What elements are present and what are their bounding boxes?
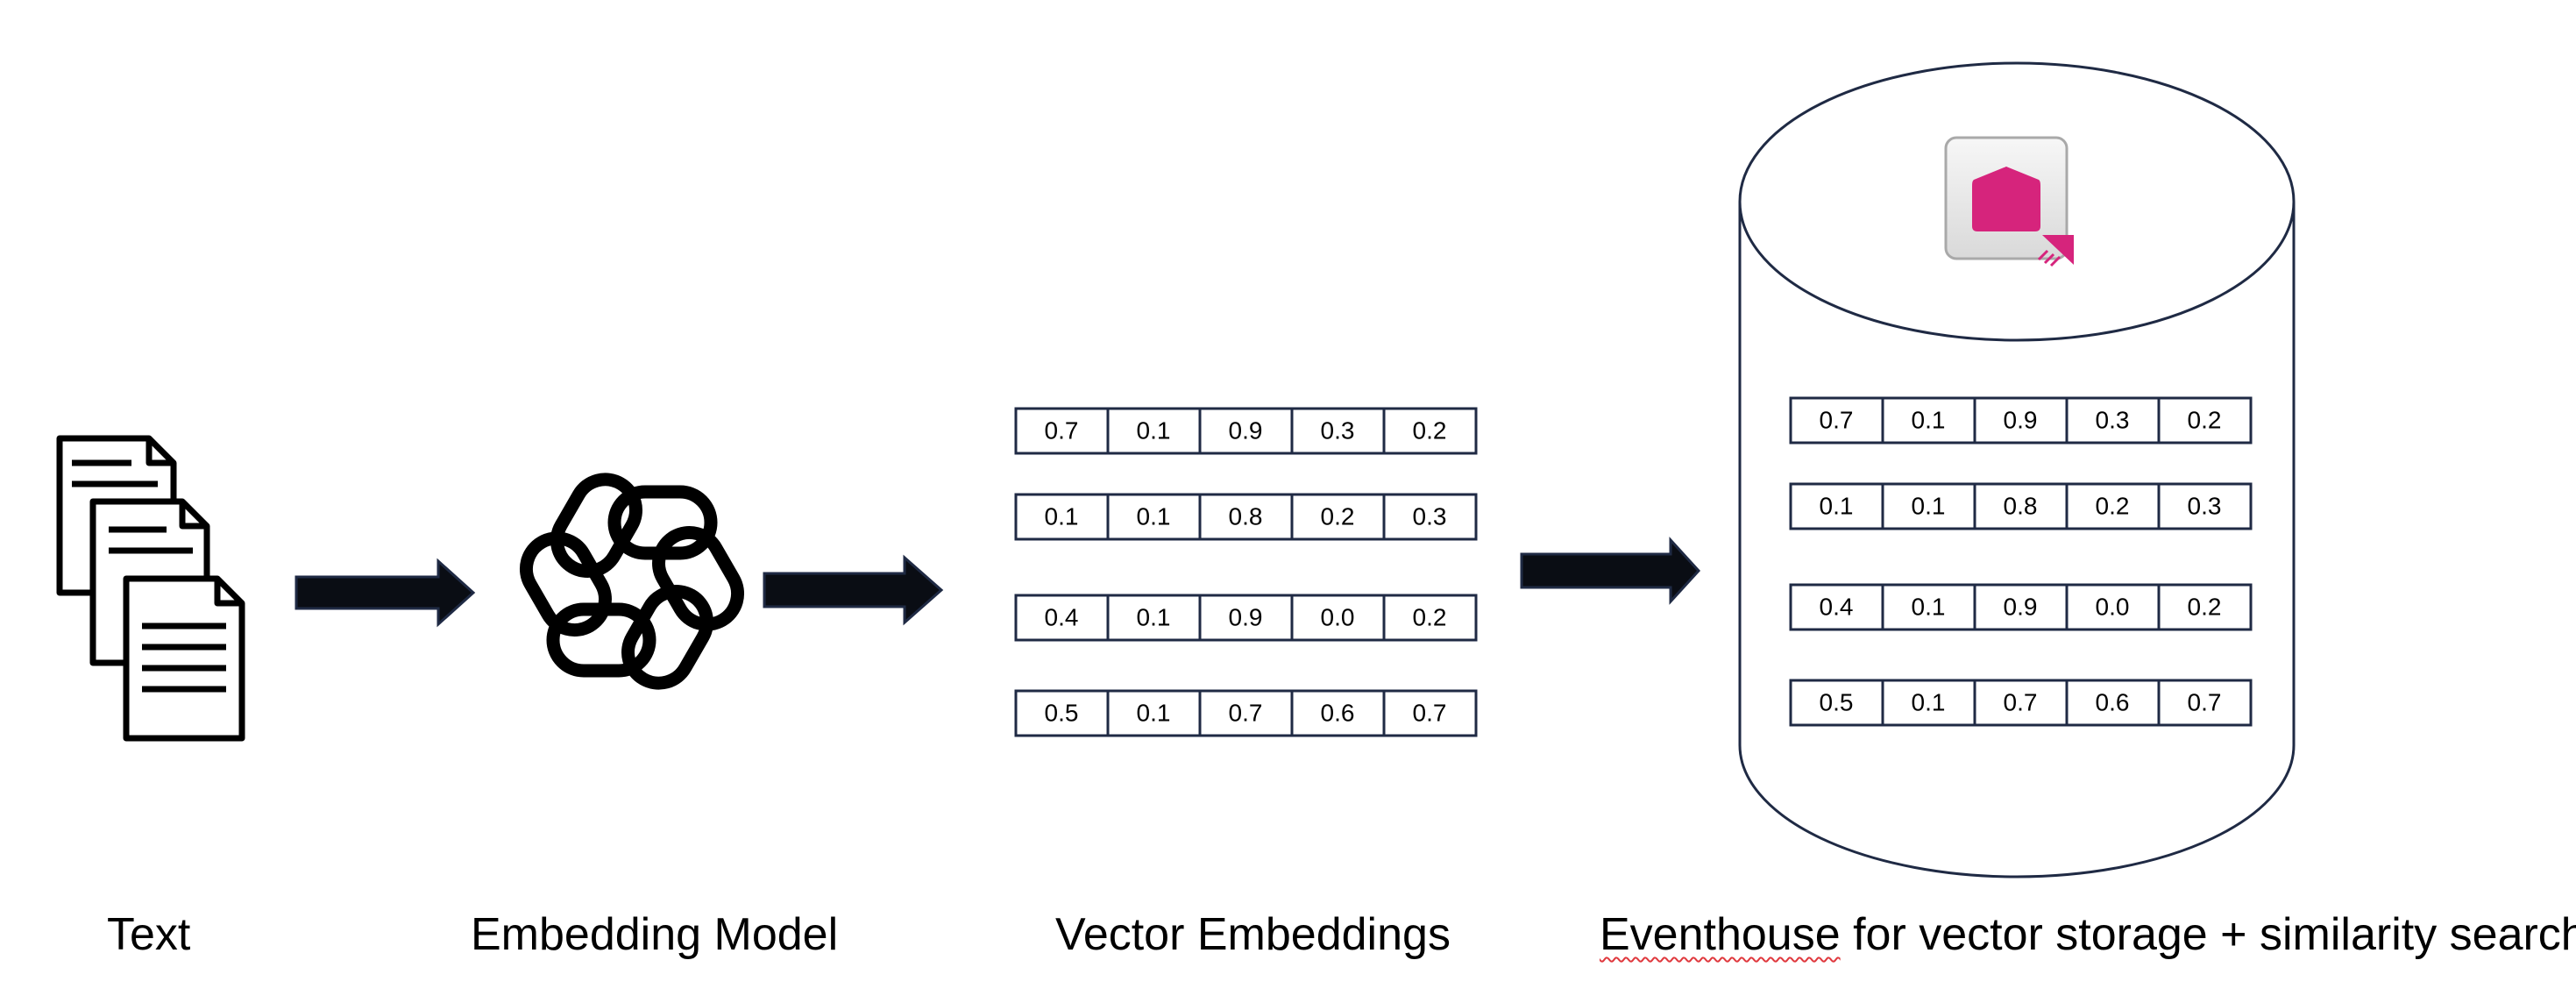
caption-vector-embeddings: Vector Embeddings <box>1055 909 1451 960</box>
vector-value: 0.1 <box>1912 492 1946 519</box>
vector-cell <box>1382 407 1478 455</box>
vector-cell <box>1106 689 1202 737</box>
vector-table-stored: 0.7 0.1 0.9 0.3 0.2 0.1 0.1 0.8 0.2 0.3 … <box>1789 396 2253 727</box>
caption-eventhouse-rest: for vector storage + similarity search <box>1840 909 2576 960</box>
vector-cell <box>1881 482 1976 530</box>
vector-cell <box>1973 583 2069 631</box>
vector-value: 0.8 <box>2004 492 2038 519</box>
vector-value: 0.1 <box>1137 416 1171 444</box>
vector-value: 0.2 <box>2096 492 2130 519</box>
vector-value: 0.2 <box>1321 502 1355 530</box>
vector-value: 0.3 <box>1413 502 1447 530</box>
vector-cell <box>1881 679 1976 727</box>
vector-value: 0.9 <box>1229 416 1263 444</box>
vector-value: 0.6 <box>2096 688 2130 715</box>
vector-value: 0.5 <box>1045 699 1079 726</box>
vector-value: 0.7 <box>2004 688 2038 715</box>
vector-cell <box>1106 493 1202 541</box>
vector-cell <box>1014 407 1110 455</box>
arrow-vectors-to-store <box>1520 537 1701 605</box>
vector-cell <box>1973 679 2069 727</box>
vector-cell <box>1789 679 1884 727</box>
vector-value: 0.9 <box>1229 603 1263 630</box>
vector-cell <box>1290 594 1386 642</box>
vector-cell <box>1198 689 1294 737</box>
vector-value: 0.1 <box>1820 492 1854 519</box>
openai-logo-icon <box>519 473 745 690</box>
vector-value: 0.4 <box>1045 603 1079 630</box>
vector-cell <box>2157 679 2253 727</box>
vector-value: 0.9 <box>2004 406 2038 433</box>
eventhouse-icon <box>1944 136 2074 267</box>
vector-value: 0.0 <box>1321 603 1355 630</box>
vector-cell <box>2157 583 2253 631</box>
vector-value: 0.8 <box>1229 502 1263 530</box>
vector-value: 0.3 <box>2096 406 2130 433</box>
vector-cell <box>2157 482 2253 530</box>
caption-eventhouse-word: Eventhouse <box>1600 909 1841 960</box>
caption-eventhouse: Eventhouse for vector storage + similari… <box>1600 912 2576 957</box>
vector-value: 0.7 <box>1045 416 1079 444</box>
arrow-text-to-model <box>295 558 476 628</box>
vector-cell <box>1290 493 1386 541</box>
vector-row: 0.7 0.1 0.9 0.3 0.2 <box>1014 407 1478 455</box>
vector-row: 0.5 0.1 0.7 0.6 0.7 <box>1014 689 1478 737</box>
vector-value: 0.3 <box>1321 416 1355 444</box>
vector-row: 0.1 0.1 0.8 0.2 0.3 <box>1014 493 1478 541</box>
vector-row: 0.5 0.1 0.7 0.6 0.7 <box>1789 679 2253 727</box>
caption-text: Text <box>107 909 191 960</box>
vector-cell <box>1014 594 1110 642</box>
vector-cell <box>1198 407 1294 455</box>
vector-cell <box>1973 482 2069 530</box>
vector-value: 0.1 <box>1912 593 1946 620</box>
vector-cell <box>1789 482 1884 530</box>
vector-row: 0.1 0.1 0.8 0.2 0.3 <box>1789 482 2253 530</box>
vector-value: 0.7 <box>2188 688 2222 715</box>
vector-value: 0.1 <box>1045 502 1079 530</box>
vector-row: 0.4 0.1 0.9 0.0 0.2 <box>1014 594 1478 642</box>
vector-value: 0.2 <box>2188 406 2222 433</box>
caption-embedding-model: Embedding Model <box>471 909 839 960</box>
vector-cell <box>1881 396 1976 445</box>
arrow-model-to-vectors <box>763 554 944 626</box>
vector-row: 0.4 0.1 0.9 0.0 0.2 <box>1789 583 2253 631</box>
vector-value: 0.5 <box>1820 688 1854 715</box>
vector-cell <box>1106 594 1202 642</box>
vector-row: 0.7 0.1 0.9 0.3 0.2 <box>1789 396 2253 445</box>
vector-value: 0.1 <box>1137 603 1171 630</box>
vector-value: 0.7 <box>1413 699 1447 726</box>
documents-icon <box>56 435 245 742</box>
vector-cell <box>1290 689 1386 737</box>
vector-value: 0.0 <box>2096 593 2130 620</box>
vector-cell <box>2157 396 2253 445</box>
vector-value: 0.4 <box>1820 593 1854 620</box>
vector-value: 0.6 <box>1321 699 1355 726</box>
vector-value: 0.1 <box>1912 688 1946 715</box>
vector-cell <box>1382 493 1478 541</box>
vector-value: 0.3 <box>2188 492 2222 519</box>
vector-cell <box>1382 594 1478 642</box>
vector-value: 0.9 <box>2004 593 2038 620</box>
vector-value: 0.1 <box>1137 502 1171 530</box>
vector-value: 0.2 <box>1413 603 1447 630</box>
vector-value: 0.1 <box>1912 406 1946 433</box>
vector-cell <box>2065 396 2161 445</box>
vector-cell <box>1382 689 1478 737</box>
vector-value: 0.2 <box>2188 593 2222 620</box>
vector-value: 0.7 <box>1820 406 1854 433</box>
vector-value: 0.2 <box>1413 416 1447 444</box>
vector-table-middle: 0.7 0.1 0.9 0.3 0.2 0.1 0.1 0.8 0.2 0.3 … <box>1014 407 1478 737</box>
vector-cell <box>2065 679 2161 727</box>
vector-value: 0.1 <box>1137 699 1171 726</box>
vector-value: 0.7 <box>1229 699 1263 726</box>
